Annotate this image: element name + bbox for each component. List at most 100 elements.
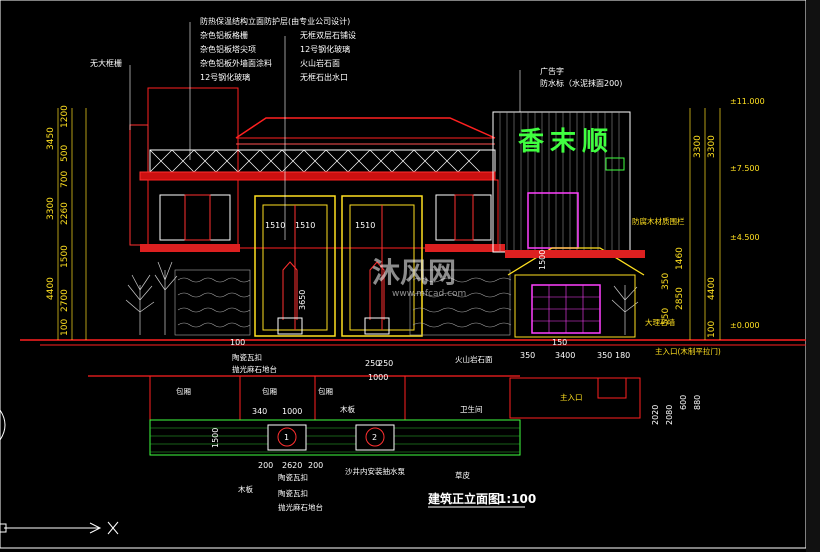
plan-dim-8: 250 <box>365 359 380 368</box>
plan-label-0: 陶瓷瓦扣 <box>232 352 262 362</box>
tree-icons <box>125 261 639 335</box>
left-dimension-lines <box>57 108 87 340</box>
unit-number-labels: 1 2 <box>284 433 377 442</box>
level-mark-3: ±0.000 <box>730 321 760 330</box>
dim-left-3: 700 <box>60 171 70 188</box>
top-annotation-leaders <box>129 22 521 240</box>
plan-dim-6: 100 <box>232 338 247 347</box>
plan-dim-9: 250 <box>378 359 393 368</box>
plan-label-9: 木板 <box>238 484 253 494</box>
level-mark-0: ±11.000 <box>730 97 765 106</box>
level-mark-1: ±7.500 <box>730 164 760 173</box>
plan-labels: 陶瓷瓦扣 抛光麻石地台 包厢 包厢 包厢 火山岩石面 主入口(木制平拉门) 主入… <box>176 346 721 512</box>
drawing-title: 建筑正立面图 <box>427 491 500 506</box>
top-annotations: 防热保温结构立面防护层(由专业公司设计) 杂色铝板格栅 杂色铝板塔尖项 杂色铝板… <box>90 16 622 88</box>
plan-label-13: 沙井内安装抽水泵 <box>345 466 405 476</box>
plan-dim-13: 200 <box>258 461 273 470</box>
dim-left-0: 3450 <box>46 127 56 150</box>
plan-label-2: 包厢 <box>176 386 191 396</box>
left-dimension-text: 3450 1200 500 700 3300 2260 1500 4400 27… <box>46 105 70 336</box>
annotation-7: 火山岩石面 <box>300 58 340 68</box>
plan-label-4: 包厢 <box>318 386 333 396</box>
plan-dim-2: 3400 <box>555 351 575 360</box>
watermark: 沐风网 www.mfcad.com <box>372 256 466 299</box>
shop-sign: 香末顺 <box>518 127 614 157</box>
plan-dim-15: 200 <box>308 461 323 470</box>
dim-left-5: 2260 <box>60 202 70 225</box>
stone-wall-texture <box>174 269 512 336</box>
dim-left-1: 1200 <box>60 105 70 128</box>
door-dims: 1510 1510 1510 3650 1500 <box>265 221 547 310</box>
plan-dim-14: 2620 <box>282 461 302 470</box>
annotation-0: 防热保温结构立面防护层(由专业公司设计) <box>200 16 350 26</box>
door-dim-2: 1510 <box>355 221 375 230</box>
dim-left-7: 4400 <box>46 277 56 300</box>
annotation-1: 杂色铝板格栅 <box>200 30 248 40</box>
annotation-2: 杂色铝板塔尖项 <box>200 44 256 54</box>
right-label-1: 大理石墙 <box>645 317 675 327</box>
dim-right-2: 4400 <box>707 277 717 300</box>
plan-dim-16: 2020 <box>651 405 660 425</box>
plan-label-12: 抛光麻石地台 <box>278 502 323 512</box>
unit-label-0: 1 <box>284 433 289 442</box>
plan-label-7: 主入口 <box>560 392 583 402</box>
plan-label-14: 木板 <box>340 404 355 414</box>
door-dim-4: 1500 <box>538 250 547 270</box>
right-dimension-text: 3300 3300 4400 100 2850 1460 350 550 <box>661 135 717 338</box>
drawing-scale: 1:100 <box>498 492 536 506</box>
dim-right-0: 3300 <box>693 135 703 158</box>
plan-label-6: 主入口(木制平拉门) <box>655 346 721 356</box>
right-label-0: 防腐木材质围栏 <box>632 216 685 226</box>
plan-dim-12: 1500 <box>211 428 220 448</box>
annotation-6: 12号钢化玻璃 <box>300 44 350 54</box>
dim-left-6: 1500 <box>60 245 70 268</box>
right-dimension-lines <box>689 108 721 340</box>
plan-label-3: 包厢 <box>262 386 277 396</box>
right-note-0: 广告字 <box>540 66 564 76</box>
dim-right-5: 1460 <box>675 247 685 270</box>
plan-dim-3: 350 <box>597 351 612 360</box>
plan-dim-18: 600 <box>679 395 688 410</box>
watermark-url: www.mfcad.com <box>392 289 466 299</box>
dim-right-1: 3300 <box>707 135 717 158</box>
annotation-4: 12号钢化玻璃 <box>200 72 250 82</box>
dim-right-6: 350 <box>661 273 671 290</box>
ucs-axis-icon <box>0 409 119 535</box>
right-labels: 防腐木材质围栏 大理石墙 <box>632 216 685 327</box>
right-scrollbar[interactable] <box>806 0 820 552</box>
plan-label-8: 卫生间 <box>460 404 483 414</box>
plan-dims: 100 350 3400 350 180 150 100 1000 250 25… <box>211 338 702 470</box>
plan-dim-17: 2080 <box>665 405 674 425</box>
door-dim-0: 1510 <box>265 221 285 230</box>
plan-dim-1: 350 <box>520 351 535 360</box>
plan-dim-4: 180 <box>615 351 630 360</box>
left-note: 无大框栅 <box>90 58 122 68</box>
door-dim-1: 1510 <box>295 221 315 230</box>
annotation-5: 无框双层石铺设 <box>300 30 356 40</box>
plan-label-1: 抛光麻石地台 <box>232 364 277 374</box>
annotation-3: 杂色铝板外墙面涂料 <box>200 58 272 68</box>
plan-dim-0: 100 <box>230 338 245 347</box>
watermark-text: 沐风网 <box>372 256 456 289</box>
left-building <box>129 87 505 252</box>
plan-dim-7: 1000 <box>368 373 388 382</box>
dim-left-2: 500 <box>60 145 70 162</box>
plan-label-5: 火山岩石面 <box>455 354 493 364</box>
plan-label-15: 草皮 <box>455 470 470 480</box>
door-frames <box>254 195 423 337</box>
level-marks: ±11.000 ±7.500 ±4.500 ±0.000 <box>730 97 765 330</box>
door-dim-3: 3650 <box>298 290 307 310</box>
unit-label-1: 2 <box>372 433 377 442</box>
dim-right-7: 550 <box>661 308 671 325</box>
statue-icons <box>277 261 390 335</box>
dim-left-9: 100 <box>60 319 70 336</box>
right-tower <box>492 111 645 338</box>
plan-dim-11: 1000 <box>282 407 302 416</box>
dim-right-3: 100 <box>707 321 717 338</box>
plan-dim-5: 150 <box>552 338 567 347</box>
plan-dim-10: 340 <box>252 407 267 416</box>
dim-left-8: 2700 <box>60 289 70 312</box>
plan-label-11: 陶瓷瓦扣 <box>278 488 308 498</box>
plan-view <box>88 375 641 456</box>
